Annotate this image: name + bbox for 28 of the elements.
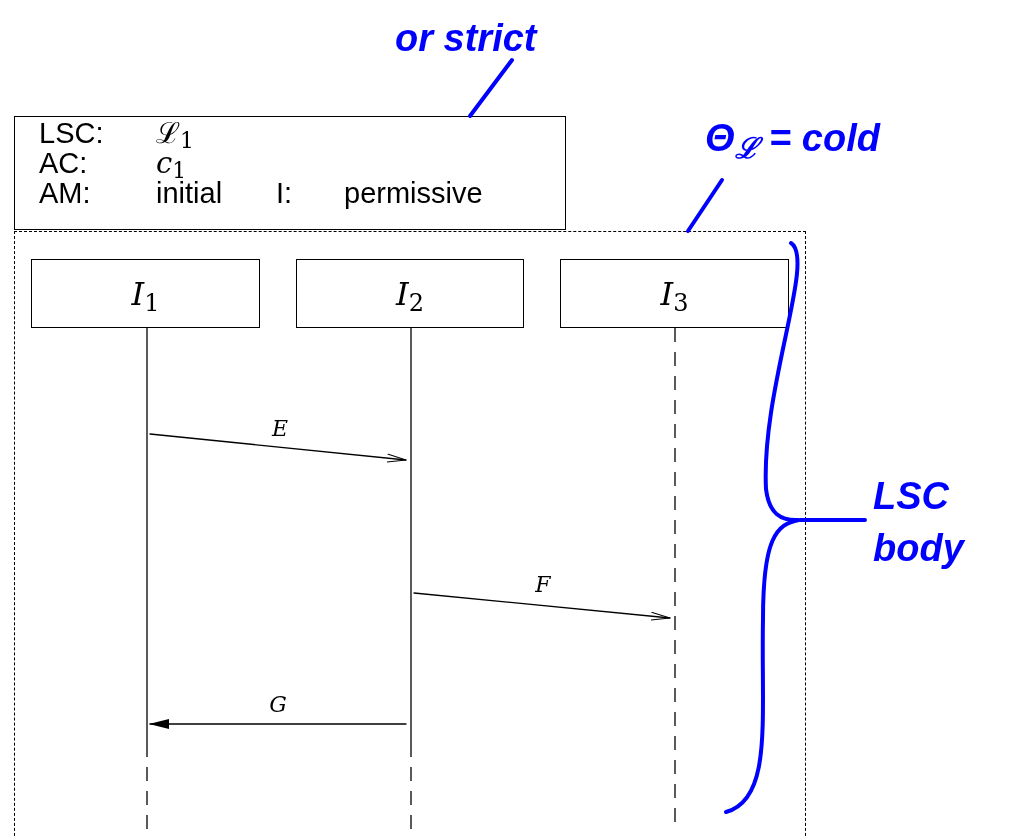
field-value: I:	[276, 177, 293, 209]
instance-box	[296, 259, 524, 328]
instance-name: I$_{3}$	[660, 273, 689, 318]
dashed-frame	[14, 231, 806, 837]
field-value: initial	[156, 177, 223, 209]
lifeline	[407, 328, 415, 831]
instance-box	[560, 259, 789, 328]
field-value: c$_{1}$	[156, 147, 187, 179]
message-arrow	[149, 433, 407, 463]
instance-name: I$_{2}$	[396, 273, 424, 318]
header-box	[14, 116, 566, 230]
instance-name: I$_{1}$	[131, 273, 160, 318]
field-label: AM:	[39, 177, 91, 209]
message-arrow	[413, 592, 671, 621]
handwritten-note: or strict	[395, 12, 580, 60]
field-value: ℒ$_{1}$	[156, 117, 194, 149]
handwritten-note: LSC body	[865, 470, 1020, 610]
field-label: LSC:	[39, 117, 104, 149]
handwritten-note: Θ$_{ℒ}$ = cold	[705, 112, 910, 180]
curly-brace	[721, 239, 801, 816]
lifeline	[143, 328, 151, 831]
leader-line	[798, 518, 867, 522]
instance-box	[31, 259, 260, 328]
message-arrow	[149, 719, 407, 729]
leader-line	[468, 58, 514, 118]
leader-line	[686, 178, 724, 233]
field-label: AC:	[39, 147, 88, 179]
field-value: permissive	[344, 177, 483, 209]
